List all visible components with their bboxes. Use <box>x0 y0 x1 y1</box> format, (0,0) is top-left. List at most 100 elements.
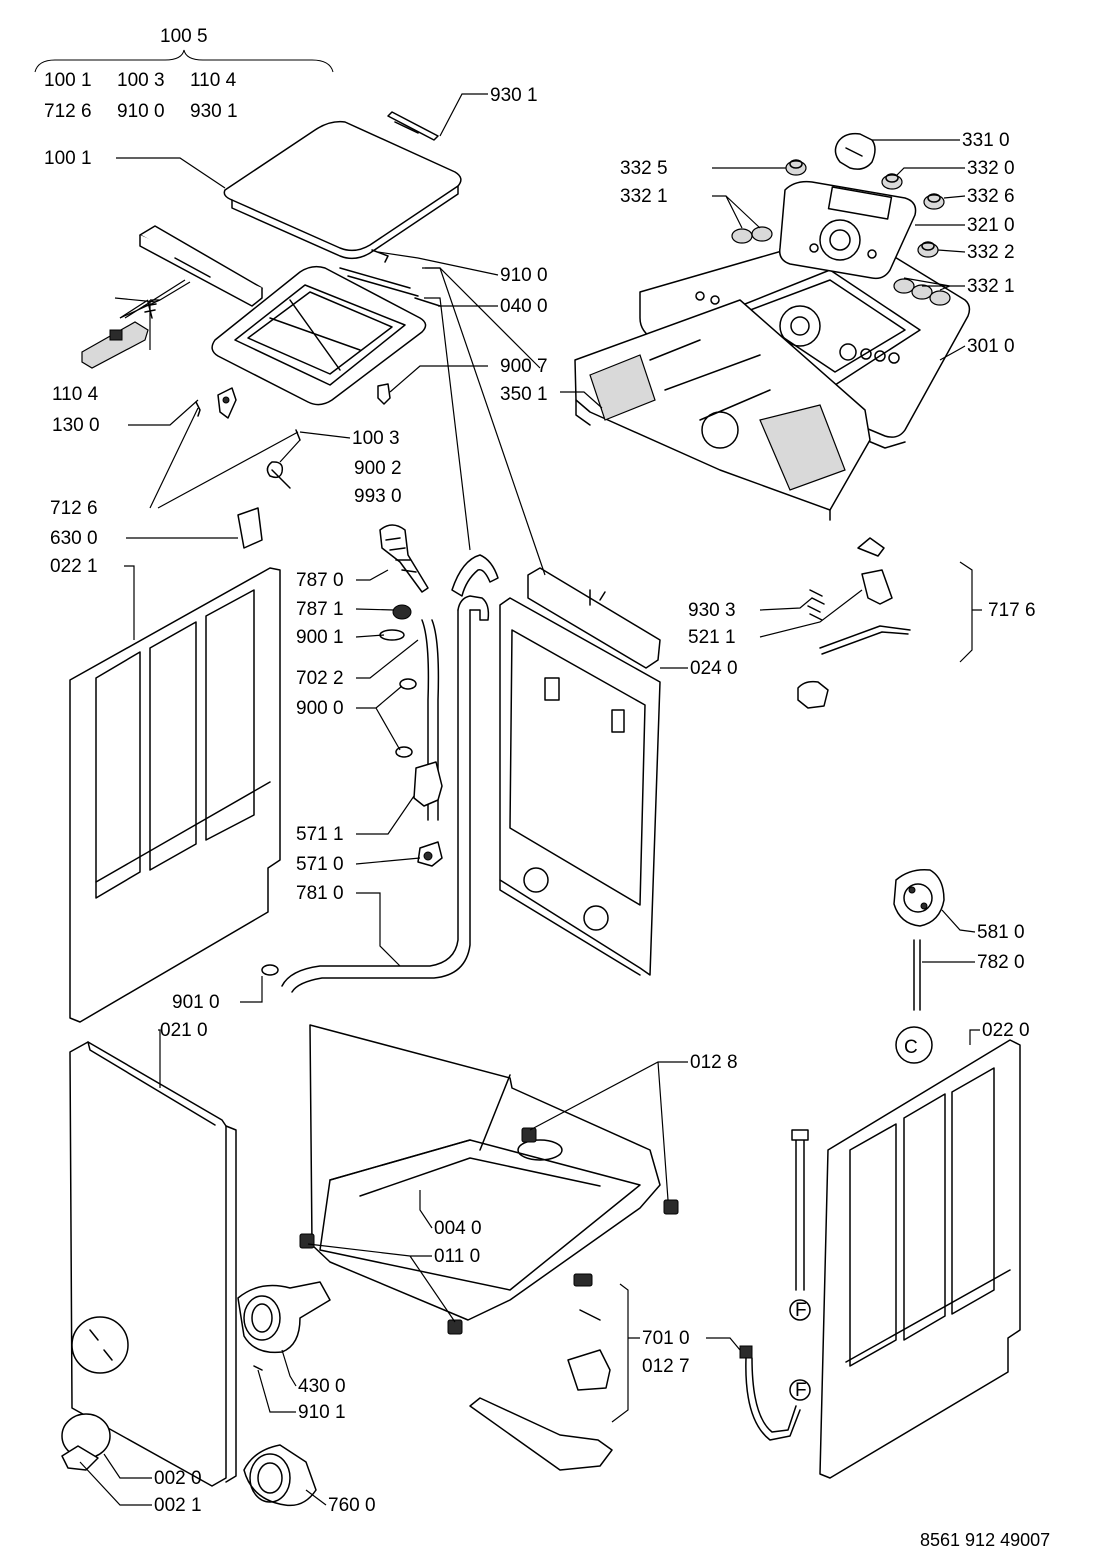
label-024-0: 024 0 <box>690 658 738 679</box>
clip-part-900-7 <box>377 383 391 405</box>
front-trim-part <box>139 225 263 307</box>
hinge-set-part-012-7 <box>469 1273 613 1471</box>
label-910-1: 910 1 <box>298 1402 346 1423</box>
label-571-0: 571 0 <box>296 854 344 875</box>
label-301-0: 301 0 <box>967 336 1015 357</box>
drain-hose-vertical-part <box>281 595 490 993</box>
base-frame-part-004-0 <box>309 1024 661 1321</box>
lid-latch-part-130-0 <box>217 387 237 419</box>
label-900-1: 900 1 <box>296 627 344 648</box>
lid-hinge-part-930-1 <box>387 111 439 141</box>
label-787-0: 787 0 <box>296 570 344 591</box>
label-332-1-right: 332 1 <box>967 276 1015 297</box>
pump-housing-part-430-0 <box>237 1281 331 1354</box>
label-100-1: 100 1 <box>44 148 92 169</box>
label-332-6: 332 6 <box>967 186 1015 207</box>
label-581-0: 581 0 <box>977 922 1025 943</box>
electronic-module-part-350-1 <box>574 299 871 521</box>
label-900-7: 900 7 <box>500 356 548 377</box>
label-901-0: 901 0 <box>172 992 220 1013</box>
connector-f-lower-label: F <box>795 1380 807 1401</box>
front-panel-part-021-0 <box>69 1041 237 1487</box>
clips-part-900-0 <box>395 678 417 758</box>
connector-f-upper-label: F <box>795 1300 807 1321</box>
tube-part-701-0-upper <box>791 1129 809 1291</box>
label-701-0: 701 0 <box>642 1328 690 1349</box>
label-012-8: 012 8 <box>690 1052 738 1073</box>
pressure-switch-part-571-1 <box>413 761 443 807</box>
label-900-0: 900 0 <box>296 698 344 719</box>
button-332-0 <box>881 173 903 190</box>
label-332-5: 332 5 <box>620 158 668 179</box>
label-332-0: 332 0 <box>967 158 1015 179</box>
label-100-3: 100 3 <box>352 428 400 449</box>
label-012-7: 012 7 <box>642 1356 690 1377</box>
hose-part-701-0 <box>739 1345 801 1441</box>
label-717-6: 717 6 <box>988 600 1036 621</box>
button-332-2 <box>917 241 939 258</box>
buttons-332-1-left <box>731 226 773 244</box>
connector-f-upper: F <box>789 1299 811 1321</box>
small-clips-part <box>195 401 301 441</box>
kit-label-930-1: 930 1 <box>190 101 238 122</box>
filter-part-760-0 <box>243 1444 317 1507</box>
button-332-5 <box>785 159 807 176</box>
hinge-part-110-4 <box>81 321 149 369</box>
leader-lines <box>79 93 982 1506</box>
spring-part <box>266 461 291 489</box>
kit-label-100-1: 100 1 <box>44 70 92 91</box>
label-702-2: 702 2 <box>296 668 344 689</box>
door-lock-part-717-6 <box>797 537 911 709</box>
kit-label-110-4: 110 4 <box>190 70 237 91</box>
bellows-part-787-0 <box>379 524 429 593</box>
label-521-1: 521 1 <box>688 627 736 648</box>
side-panel-part-022-0 <box>819 1039 1021 1479</box>
buttons-332-1-right <box>893 278 951 306</box>
label-993-0: 993 0 <box>354 486 402 507</box>
label-571-1: 571 1 <box>296 824 344 845</box>
pressure-chamber-part-581-0 <box>893 868 945 927</box>
kit-header: 100 5 100 1 100 3 110 4 712 6 910 0 930 … <box>34 26 334 122</box>
connector-c: C <box>895 1026 933 1064</box>
side-panel-part-022-1 <box>69 567 281 1023</box>
label-787-1: 787 1 <box>296 599 344 620</box>
hose-clip-part-993-0 <box>451 554 499 597</box>
kit-label-100-5: 100 5 <box>160 26 208 47</box>
connector-f-lower: F <box>789 1379 811 1401</box>
screw-part-910-1 <box>253 1365 263 1371</box>
kit-label-910-0: 910 0 <box>117 101 165 122</box>
label-760-0: 760 0 <box>328 1495 376 1516</box>
pressure-hose-part-702-2 <box>421 619 440 821</box>
label-332-1-left: 332 1 <box>620 186 668 207</box>
label-900-2: 900 2 <box>354 458 402 479</box>
top-rail-part-900-2 <box>527 567 661 669</box>
drawing-number: 8561 912 49007 <box>920 1530 1050 1550</box>
label-782-0: 782 0 <box>977 952 1025 973</box>
spring-part-930-3 <box>807 589 825 621</box>
kit-label-712-6: 712 6 <box>44 101 92 122</box>
label-021-0: 021 0 <box>160 1020 208 1041</box>
kit-label-100-3: 100 3 <box>117 70 165 91</box>
label-130-0: 130 0 <box>52 415 100 436</box>
button-332-6 <box>923 193 945 210</box>
label-331-0: 331 0 <box>962 130 1010 151</box>
label-110-4: 110 4 <box>52 384 99 405</box>
bar-part-040-0 <box>339 267 441 307</box>
label-712-6: 712 6 <box>50 498 98 519</box>
label-930-3: 930 3 <box>688 600 736 621</box>
label-332-2: 332 2 <box>967 242 1015 263</box>
label-910-0: 910 0 <box>500 265 548 286</box>
pin-part-910-0 <box>371 249 389 263</box>
top-lid-part <box>223 120 462 260</box>
lid-frame-part <box>211 265 427 406</box>
buttons-part <box>731 159 951 306</box>
knob-part-331-0 <box>834 132 876 170</box>
cover-clip-part-002-1 <box>61 1445 99 1471</box>
tube-part-782-0 <box>913 939 921 1011</box>
rear-frame-part-024-0 <box>499 597 661 976</box>
label-040-0: 040 0 <box>500 296 548 317</box>
clip-part-901-0 <box>261 964 279 976</box>
kit-brace <box>34 49 334 73</box>
part-labels: 930 1 100 1 910 0 040 0 110 4 130 0 100 … <box>44 85 1036 1516</box>
